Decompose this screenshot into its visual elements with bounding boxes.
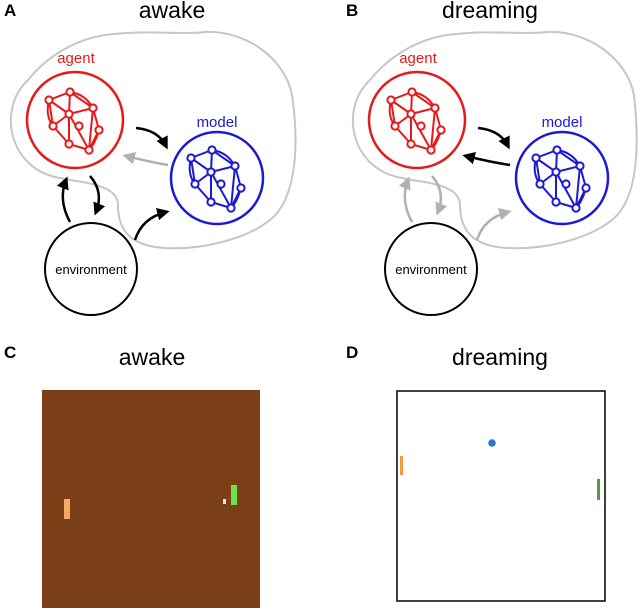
panel-title-c: awake <box>119 344 185 370</box>
arrow-model-to-agent <box>122 152 169 167</box>
panel-b: B dreaming agent model environment <box>346 0 638 316</box>
neural-network-icon <box>386 87 446 155</box>
neural-network-icon <box>531 145 591 213</box>
arrow-env-to-agent <box>56 176 72 223</box>
left-paddle <box>64 499 70 519</box>
brain-outline-icon <box>9 30 297 250</box>
ball <box>223 499 226 504</box>
arrow-env-to-model <box>475 208 512 241</box>
neural-network-icon <box>186 145 246 213</box>
arrow-env-to-model <box>133 208 170 241</box>
environment-circle <box>44 222 138 316</box>
panel-letter-d: D <box>346 343 358 362</box>
arrow-agent-to-env <box>89 175 106 216</box>
panel-title-b: dreaming <box>442 0 538 23</box>
panel-letter-c: C <box>4 343 16 362</box>
environment-label: environment <box>395 262 467 277</box>
arrow-agent-to-env <box>431 175 448 216</box>
arrow-agent-to-model <box>477 126 510 150</box>
arrow-agent-to-model <box>135 126 168 150</box>
panel-d: D dreaming <box>346 343 606 602</box>
panel-title-a: awake <box>139 0 205 23</box>
neural-network-icon <box>44 87 104 155</box>
environment-label: environment <box>55 262 127 277</box>
model-label: model <box>197 114 238 131</box>
panel-title-d: dreaming <box>452 344 548 370</box>
agent-label: agent <box>57 50 95 67</box>
panel-letter-b: B <box>346 1 358 20</box>
panel-letter-a: A <box>4 1 16 20</box>
left-paddle <box>400 456 403 475</box>
agent-label: agent <box>399 50 437 67</box>
panel-a: A awake agent model environment <box>4 0 297 316</box>
right-paddle <box>231 485 237 505</box>
ball <box>488 439 496 447</box>
model-circle <box>514 130 610 226</box>
panel-c: C awake <box>4 343 260 608</box>
arrow-model-to-agent <box>462 152 511 167</box>
agent-circle <box>367 70 467 170</box>
model-label: model <box>542 114 583 131</box>
brain-outline-icon <box>351 30 638 250</box>
game-screen-awake <box>42 390 260 608</box>
agent-circle <box>25 70 125 170</box>
right-paddle <box>597 479 600 500</box>
arrow-env-to-agent <box>398 176 414 223</box>
game-screen-dreaming <box>396 390 606 602</box>
model-circle <box>169 130 265 226</box>
environment-circle <box>384 222 478 316</box>
